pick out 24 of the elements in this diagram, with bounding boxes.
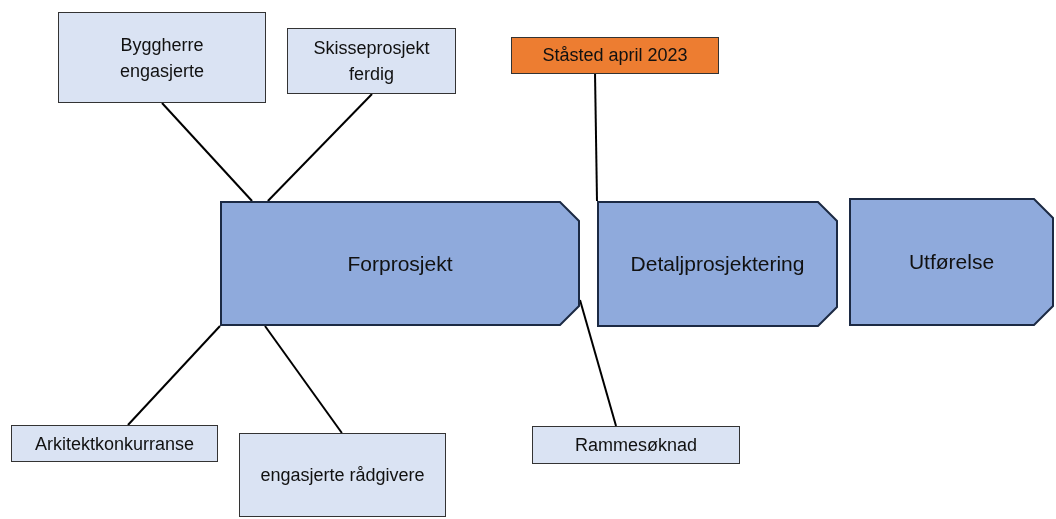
node-label: Arkitektkonkurranse	[34, 432, 195, 456]
milestone-box	[58, 12, 266, 103]
phase-shape	[849, 198, 1054, 326]
node-label: Skisseprosjekt ferdig	[312, 37, 431, 86]
connector-line	[161, 102, 254, 202]
status-box	[511, 37, 719, 74]
milestone-box	[532, 426, 740, 464]
node-label: engasjerte rådgivere	[260, 464, 425, 487]
node-label: Utførelse	[908, 249, 995, 276]
connector-line	[126, 325, 221, 426]
connector-line	[264, 325, 343, 434]
node-label: Detaljprosjektering	[630, 251, 805, 278]
connector-line	[579, 299, 618, 427]
milestone-box	[239, 433, 446, 517]
node-label: Forprosjekt	[347, 250, 453, 277]
phase-shape	[597, 201, 838, 327]
connector-line	[266, 93, 373, 202]
node-label: Byggherre engasjerte	[118, 33, 206, 83]
connector-line	[594, 73, 598, 202]
node-label: Rammesøknad	[574, 434, 697, 457]
node-label: Ståsted april 2023	[542, 44, 688, 67]
milestone-box	[11, 425, 218, 462]
phase-shape	[220, 201, 580, 326]
milestone-box	[287, 28, 456, 94]
